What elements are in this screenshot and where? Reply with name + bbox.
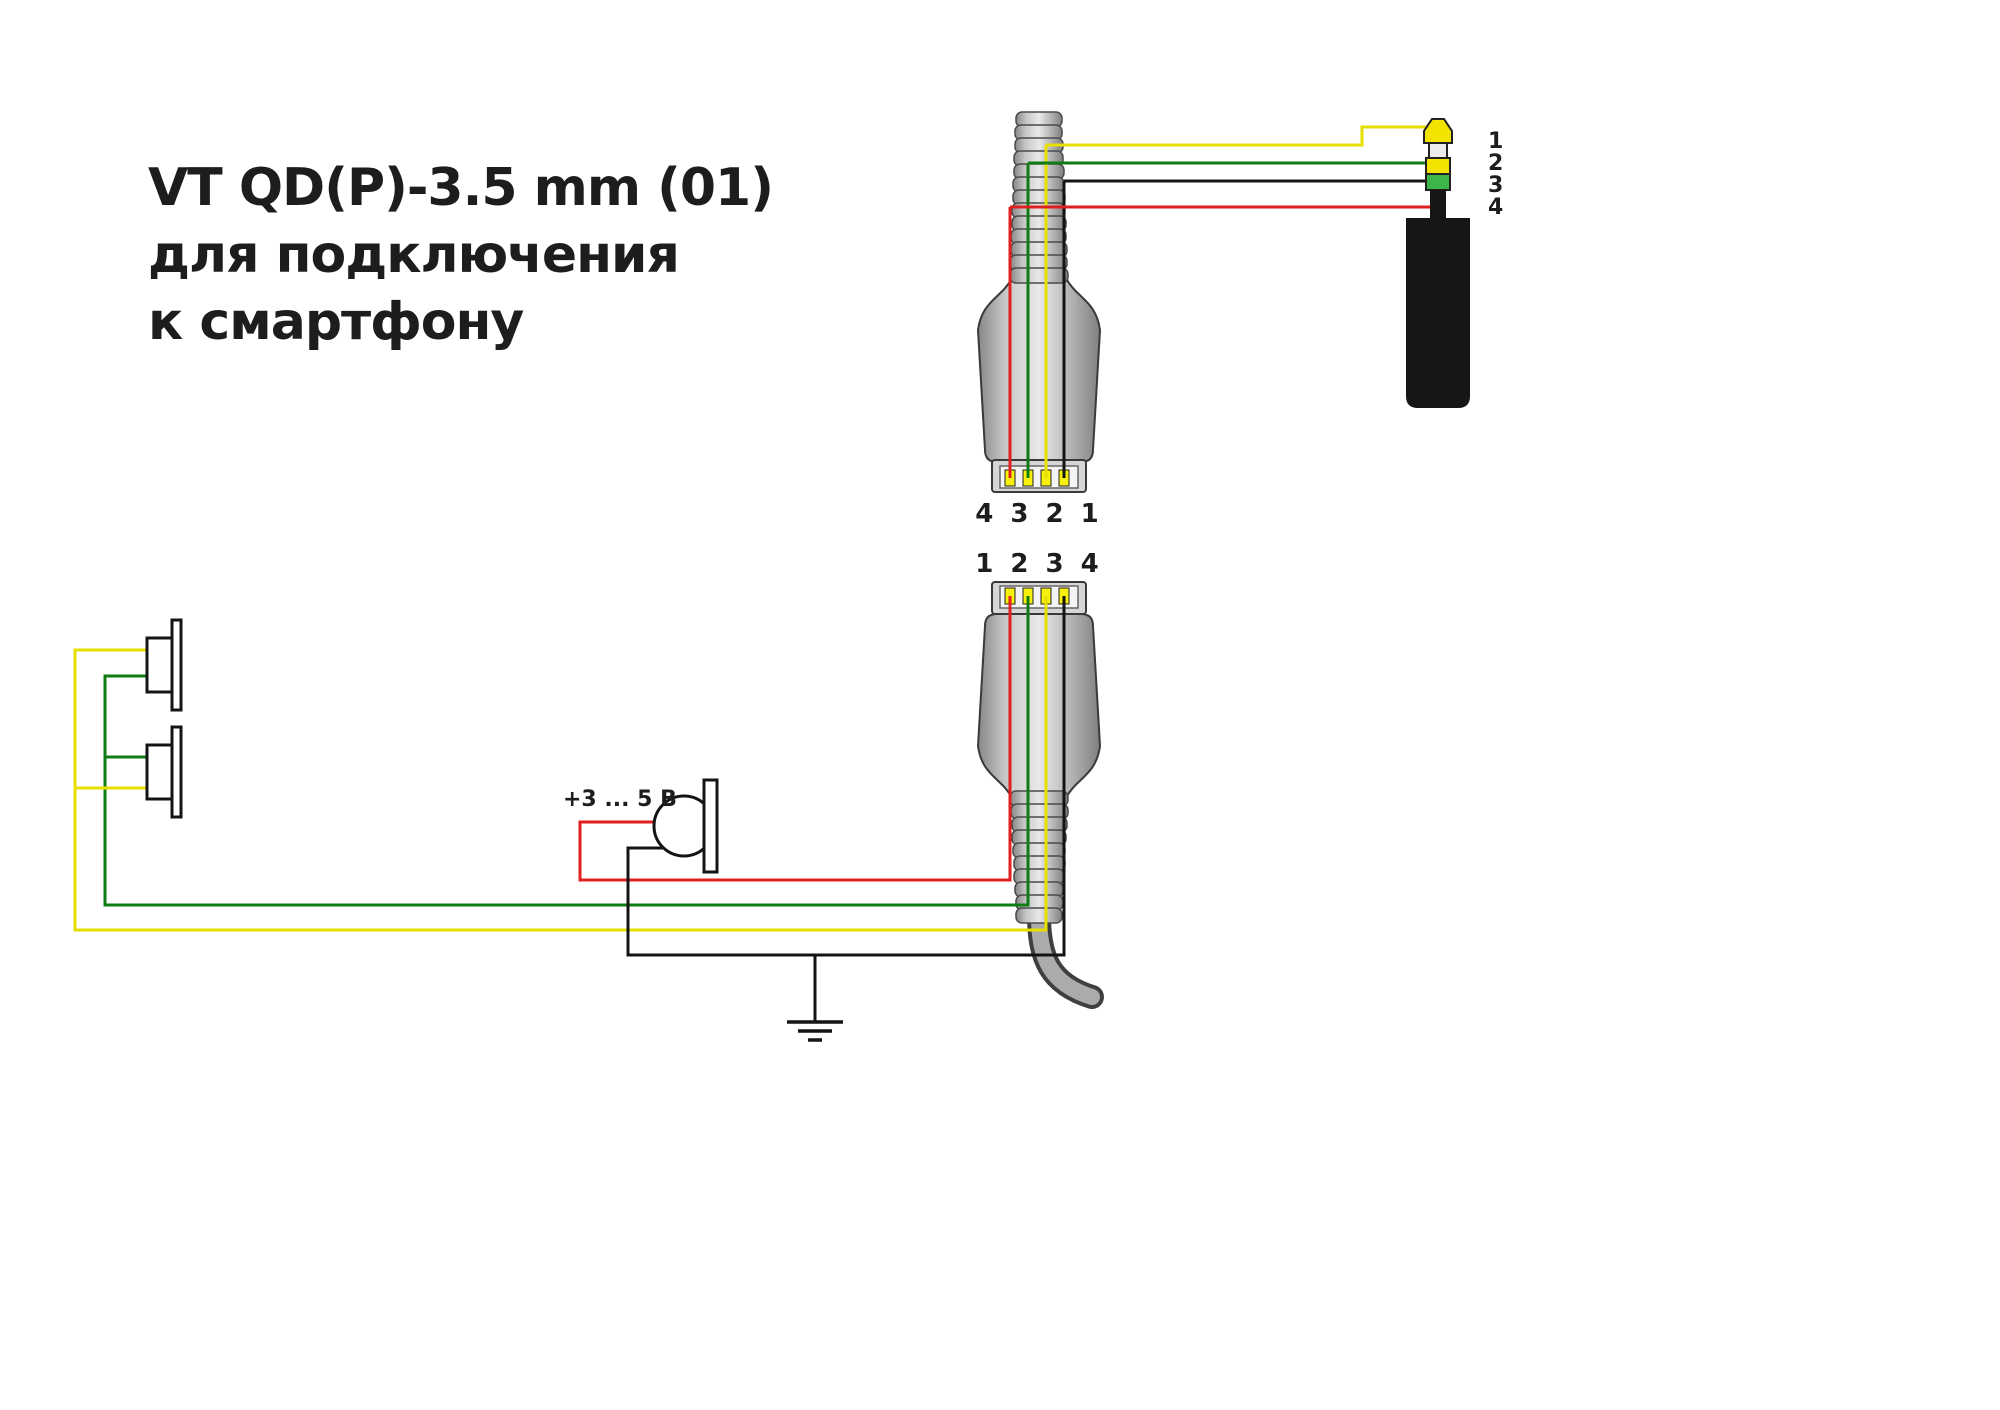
- jack-pin-label-3: 3: [1488, 173, 1503, 198]
- yellow-wire-to-jack-tip: [1046, 125, 1430, 147]
- top-qd-body: [976, 277, 1102, 463]
- bottom-wires: [73, 596, 1066, 1022]
- green-wire-speakers: [103, 596, 1030, 907]
- jack-insulator-1: [1428, 142, 1448, 159]
- mic-voltage-label: +3 ... 5 В: [563, 787, 677, 812]
- jack-ring-3: [1425, 173, 1451, 191]
- top-qd-connector: [976, 111, 1102, 493]
- bottom-qd-connector: [976, 581, 1104, 1009]
- top-wires: [1008, 125, 1430, 478]
- jack-pin-label-4: 4: [1488, 195, 1503, 220]
- speaker-top-magnet: [145, 636, 174, 694]
- microphone: +3 ... 5 В: [563, 778, 719, 874]
- jack-ring-2: [1425, 157, 1451, 175]
- yellow-wire-speakers: [73, 596, 1048, 932]
- title-line-3: к смартфону: [148, 292, 523, 352]
- jack-sleeve-body: [1406, 218, 1470, 408]
- speaker-bottom-magnet: [145, 743, 174, 801]
- red-wire-mic: [578, 596, 1012, 882]
- microphone-membrane: [702, 778, 719, 874]
- title-line-2: для подключения: [148, 225, 679, 285]
- black-wire-ground: [626, 596, 1066, 957]
- jack-neck: [1430, 190, 1446, 218]
- speaker-top-cone: [170, 618, 183, 712]
- bottom-qd-body: [976, 613, 1102, 799]
- bottom-qd-cable-boot: [1009, 790, 1069, 924]
- speaker-top: [145, 618, 183, 712]
- title-line-1: VT QD(P)-3.5 mm (01): [148, 158, 773, 218]
- jack-pin-label-1: 1: [1488, 129, 1503, 154]
- speaker-bottom-cone: [170, 725, 183, 819]
- jack-tip: [1423, 118, 1453, 144]
- bottom-qd-cable: [1027, 903, 1104, 1009]
- jack-pin-label-2: 2: [1488, 151, 1503, 176]
- trrs-jack: 1 2 3 4: [1406, 118, 1503, 408]
- page-title: VT QD(P)-3.5 mm (01) для подключения к с…: [148, 158, 774, 352]
- speaker-bottom: [145, 725, 183, 819]
- bottom-qd-pin-row-label: 1 2 3 4: [975, 549, 1103, 579]
- top-qd-pin-row-label: 4 3 2 1: [975, 499, 1103, 529]
- jack-pin-numbers: 1 2 3 4: [1488, 129, 1503, 220]
- ground-symbol: [787, 1020, 843, 1042]
- top-qd-cable-boot: [1009, 111, 1069, 284]
